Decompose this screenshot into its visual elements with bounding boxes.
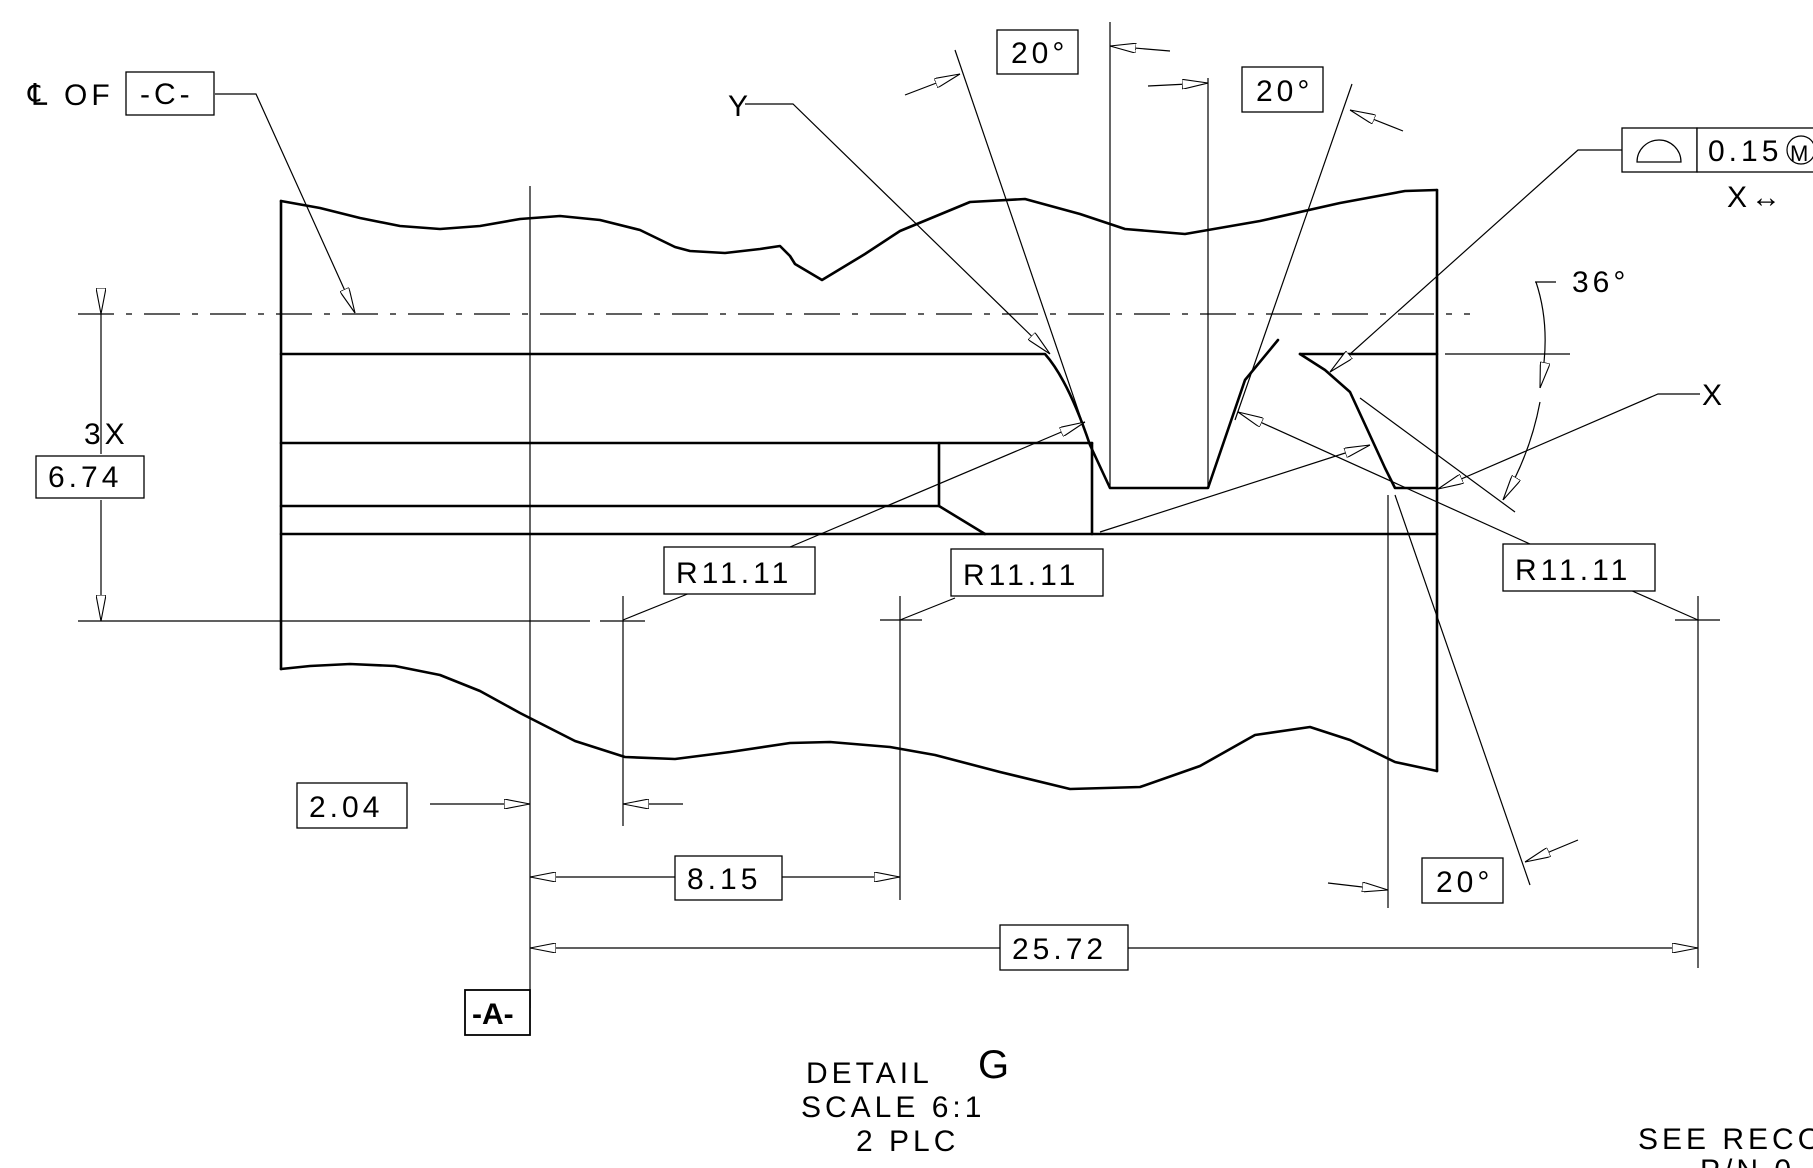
chamfer-line [279,504,987,536]
tolerance-value: 0.15 [1708,135,1782,168]
angle-top-right-box [1241,66,1324,113]
leader-x [1438,393,1700,490]
radius-3-box [1502,543,1656,592]
detail-qty: 2 PLC [856,1125,959,1158]
right-groove-wall [1298,352,1439,490]
angle-bottom-right: 20° [1436,866,1493,899]
radius-2: R11.11 [963,559,1079,592]
datum-c-label: -C- [140,78,194,111]
leader-r2 [1099,444,1370,533]
centerline-note: ℄ OF -C- [27,71,215,116]
datum-a: -A- [472,998,514,1031]
dim-20-arrow-a [904,73,960,96]
detail-scale: SCALE 6:1 [801,1091,985,1124]
angle-bottom-right-box [1421,857,1504,904]
angle-line-top-left [954,49,1091,446]
angle-top-right: 20° [1256,75,1313,108]
profile-of-surface-icon [1636,139,1682,163]
r1-tail [622,592,691,621]
width-total: 25.72 [1012,933,1107,966]
height-count: 3X [84,418,129,451]
leader-tolerance [1330,149,1622,372]
tolerance-value-box [1696,127,1813,173]
radius-3: R11.11 [1515,554,1631,587]
height-value: 6.74 [48,461,122,494]
height-box [35,455,145,499]
of-label: OF [64,79,114,112]
dimension-arrows [101,46,1700,948]
arc-36-lower [1503,401,1541,500]
dim-20-arrow-d [1350,109,1404,132]
angle-top-left: 20° [1011,37,1068,70]
offset-value: 2.04 [309,791,383,824]
leader-c [215,93,356,313]
dim-20-br-a [1327,883,1388,890]
tolerance-between: X↔ [1727,181,1785,214]
radius-1-box [663,546,816,595]
radius-1: R11.11 [676,557,792,590]
mmc-modifier-circle [1786,135,1813,165]
r3-tail [1629,589,1699,621]
datum-c-box [125,71,215,116]
tolerance-modifier: M [1790,141,1808,166]
part-outline [279,188,1439,791]
arc-36-upper [1535,281,1545,388]
leader-y [745,103,1050,354]
note-line-2: P/N 0 [1700,1154,1795,1168]
dim-20-arrow-c [1147,83,1208,86]
note-line-1: SEE RECO [1638,1123,1813,1156]
tolerance-symbol-box [1621,127,1698,173]
detail-title: DETAIL [806,1057,933,1090]
datum-a-box [464,989,531,1036]
angle-line-36-a [1359,397,1516,513]
detail-letter: G [978,1043,1013,1087]
dim-20-br-b [1525,839,1579,863]
construction-lines [78,22,1720,1008]
break-line-top [279,188,1439,282]
tolerance-frame: 0.15 M X↔ [1621,127,1813,214]
dim-20-arrow-b [1110,46,1171,51]
width-small-box [674,855,783,901]
angle-right: 36° [1572,266,1629,299]
break-line-bottom [279,662,1439,791]
radius-2-box [950,548,1104,597]
r2-tail [899,597,956,621]
upper-surface [279,338,1280,490]
angle-line-bottom-right [1394,494,1531,886]
offset-box [296,782,408,829]
centerline-symbol: ℄ [27,79,51,112]
angle-line-top-right [1234,83,1353,421]
width-small: 8.15 [687,863,761,896]
width-total-box [999,924,1129,971]
label-x: X [1702,379,1726,412]
leader-r3 [1238,411,1531,545]
label-y: Y [728,90,752,123]
leader-r1 [789,421,1085,548]
angle-top-left-box [996,29,1079,75]
